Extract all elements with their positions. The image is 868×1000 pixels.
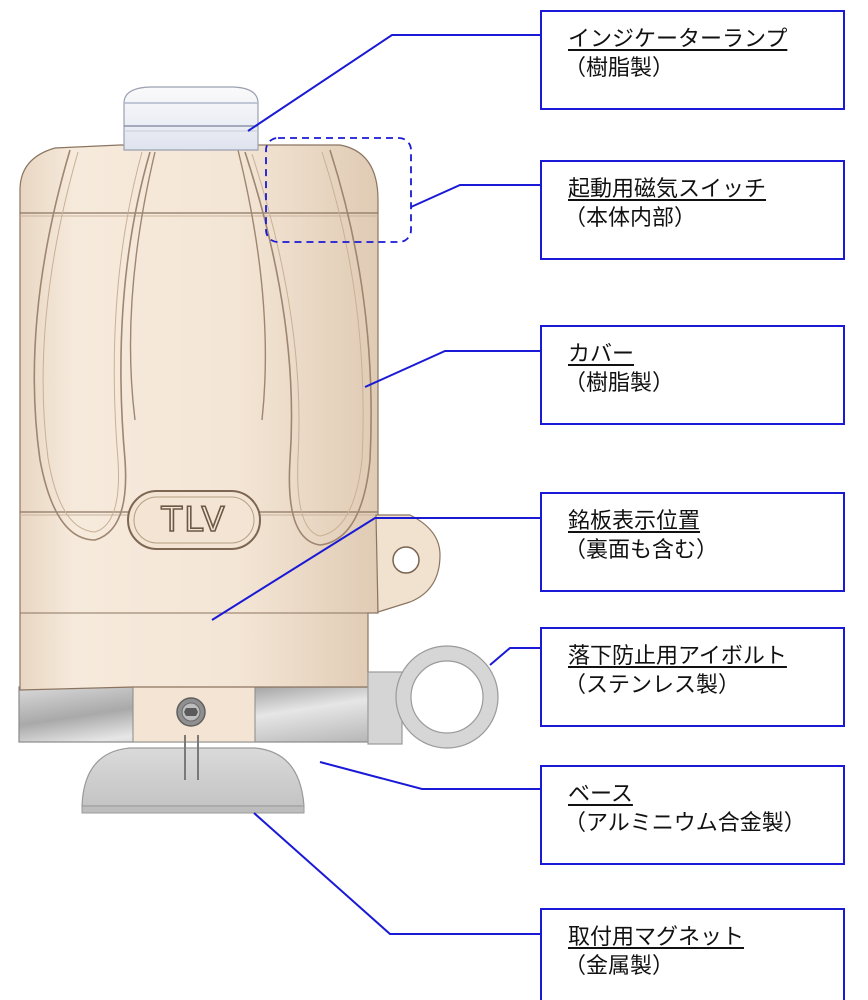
- callout-note: （アルミニウム合金製）: [564, 811, 806, 836]
- callout-magnetic-switch: 起動用磁気スイッチ （本体内部）: [540, 160, 845, 260]
- callout-note: （本体内部）: [564, 206, 697, 231]
- tlv-logo-text: TLV: [161, 499, 227, 541]
- callout-label: カバー: [568, 342, 635, 367]
- callout-cover: カバー （樹脂製）: [540, 325, 845, 425]
- callout-note: （ステンレス製）: [564, 673, 741, 698]
- leader-line-magnet: [253, 812, 540, 935]
- callout-label: ベース: [568, 782, 633, 807]
- callout-label: 銘板表示位置: [568, 509, 701, 534]
- cover-body: [19, 144, 379, 691]
- leader-line-cover: [364, 350, 540, 388]
- leader-lines: [211, 34, 540, 935]
- callout-base: ベース （アルミニウム合金製）: [540, 765, 845, 865]
- callout-label: 落下防止用アイボルト: [568, 644, 787, 669]
- callout-label: 取付用マグネット: [568, 925, 745, 950]
- leader-line-lamp: [247, 34, 540, 132]
- callout-mounting-magnet: 取付用マグネット （金属製）: [540, 908, 845, 1000]
- hanger-tab: [375, 514, 441, 613]
- magnet: [81, 747, 305, 814]
- indicator-lamp: [123, 86, 259, 151]
- switch-location-outline: [265, 137, 412, 243]
- eye-bolt: [367, 645, 499, 749]
- callout-eye-bolt: 落下防止用アイボルト （ステンレス製）: [540, 627, 845, 727]
- leader-line-nameplate: [211, 517, 540, 621]
- leader-line-eyebolt: [489, 647, 540, 666]
- leader-line-base: [319, 761, 540, 790]
- callout-note: （樹脂製）: [564, 56, 675, 81]
- callout-note: （樹脂製）: [564, 371, 675, 396]
- callout-note: （金属製）: [564, 954, 675, 979]
- callout-label: インジケーターランプ: [568, 27, 788, 52]
- callout-indicator-lamp: インジケーターランプ （樹脂製）: [540, 10, 845, 110]
- tlv-logo: TLV: [136, 499, 252, 541]
- callout-note: （裏面も含む）: [564, 538, 719, 563]
- callout-label: 起動用磁気スイッチ: [568, 177, 767, 202]
- hex-bolt: [176, 697, 206, 727]
- callout-nameplate-position: 銘板表示位置 （裏面も含む）: [540, 492, 845, 592]
- leader-line-switch: [410, 184, 540, 208]
